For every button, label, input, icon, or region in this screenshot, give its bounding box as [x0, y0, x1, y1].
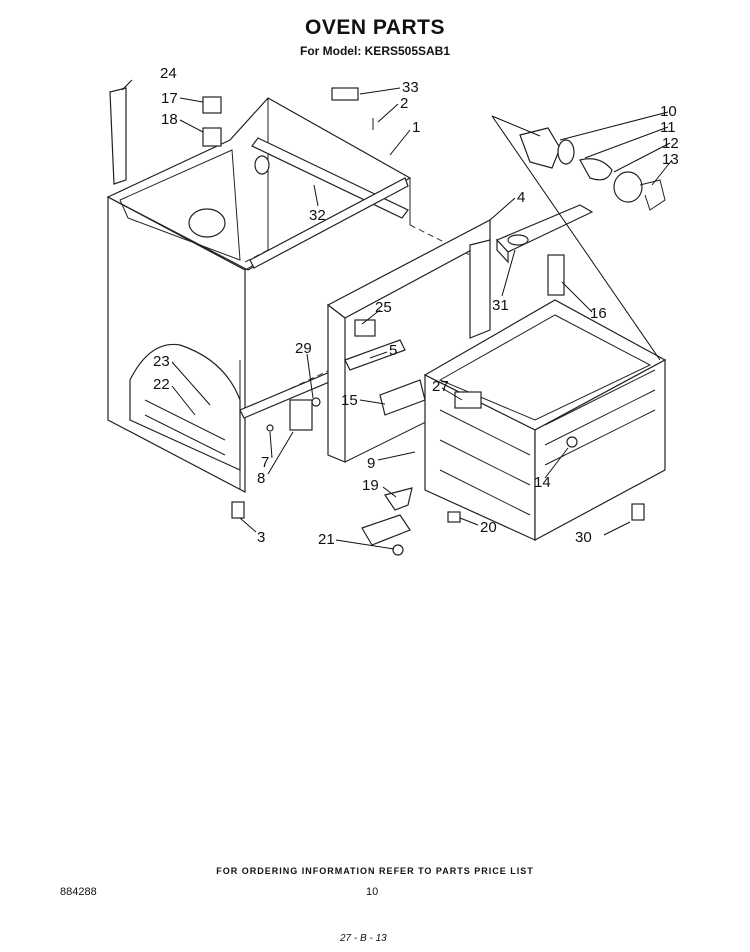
leveling-legs [231, 501, 645, 521]
callout-1: 1 [412, 119, 420, 136]
callout-16: 16 [590, 305, 607, 322]
callout-2: 2 [400, 95, 408, 112]
bracket-assembly [266, 319, 461, 556]
callout-19: 19 [362, 477, 379, 494]
callout-18: 18 [161, 111, 178, 128]
callout-30: 30 [575, 529, 592, 546]
callout-23: 23 [153, 353, 170, 370]
oven-liner [423, 299, 667, 542]
callout-11: 11 [660, 119, 676, 136]
callout-10: 10 [660, 103, 677, 120]
callout-5: 5 [389, 342, 397, 359]
callout-7: 7 [261, 454, 269, 471]
small-parts [109, 87, 374, 185]
document-number: 884288 [60, 886, 97, 898]
callout-22: 22 [153, 376, 170, 393]
page-number: 10 [366, 886, 379, 898]
callout-4: 4 [517, 189, 525, 206]
oven-cabinet [106, 97, 471, 493]
callout-14: 14 [534, 474, 551, 491]
callout-31: 31 [492, 297, 509, 314]
callout-20: 20 [480, 519, 497, 536]
light-assembly [519, 127, 666, 211]
callout-labels: 24 17 18 33 2 1 10 11 12 13 4 32 31 16 2… [153, 65, 679, 548]
callout-33: 33 [402, 79, 419, 96]
callout-8: 8 [257, 470, 265, 487]
callout-32: 32 [309, 207, 326, 224]
vent-duct [495, 204, 594, 296]
callout-3: 3 [257, 529, 265, 546]
ordering-note: FOR ORDERING INFORMATION REFER TO PARTS … [216, 866, 534, 876]
callout-9: 9 [367, 455, 375, 472]
leader-lines [121, 79, 673, 550]
callout-17: 17 [161, 90, 178, 107]
callout-13: 13 [662, 151, 679, 168]
callout-29: 29 [295, 340, 312, 357]
model-subtitle: For Model: KERS505SAB1 [299, 44, 451, 58]
callout-24: 24 [160, 65, 177, 82]
callout-15: 15 [341, 392, 358, 409]
handwritten-stamp: 27 - B - 13 [340, 933, 387, 944]
callout-12: 12 [662, 135, 679, 152]
page-title: OVEN PARTS [305, 16, 445, 39]
callout-27: 27 [432, 378, 449, 395]
callout-25: 25 [375, 299, 392, 316]
callout-21: 21 [318, 531, 335, 548]
front-frame [326, 219, 491, 463]
